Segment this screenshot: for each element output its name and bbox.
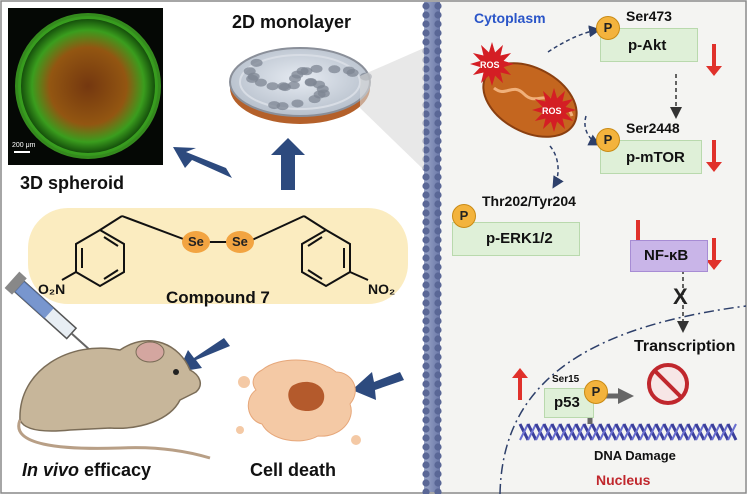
se-atom-right	[226, 231, 254, 253]
ser2448-label: Ser2448	[626, 120, 680, 136]
dna-icon	[518, 423, 738, 441]
arrow-ros-to-akt	[547, 25, 601, 53]
transcription-start-arrowhead	[618, 388, 634, 404]
invivo-italic: In vivo	[22, 460, 80, 480]
cell-death-icon	[236, 359, 361, 445]
p-mtor-label: p-mTOR	[626, 149, 685, 166]
akt-phospho-circle: P	[596, 16, 620, 40]
no-symbol-icon	[647, 363, 689, 405]
se-atom-left	[182, 231, 210, 253]
mtor-decrease-arrow	[706, 140, 722, 172]
invivo-rest: efficacy	[79, 460, 152, 480]
ros-label-2: ROS	[542, 106, 562, 116]
invivo-label: In vivo efficacy	[22, 460, 151, 481]
dna-damage-label: DNA Damage	[594, 448, 676, 463]
arrow-ros-to-erk	[549, 145, 564, 189]
arrow-to-cell-death	[352, 372, 404, 400]
ros-burst-2	[532, 88, 576, 132]
se-left-label: Se	[188, 234, 204, 249]
p53-increase-arrow	[512, 368, 528, 400]
cell-membrane	[422, 2, 442, 494]
erk-phospho-circle: P	[452, 204, 476, 228]
ros-label-1: ROS	[480, 60, 500, 70]
mtor-phospho-circle: P	[596, 128, 620, 152]
spheroid-scale-label: 200 μm	[12, 142, 36, 149]
p-akt-label: p-Akt	[628, 37, 667, 54]
monolayer-label: 2D monolayer	[232, 12, 352, 32]
ros-burst-1	[470, 42, 514, 86]
zoom-beam	[360, 48, 424, 170]
p-erk-label: p-ERK1/2	[486, 230, 553, 247]
mouse-icon	[17, 340, 211, 460]
nfkb-decrease-arrow	[706, 238, 722, 270]
o2n-label: O₂N	[38, 281, 66, 297]
compound-band	[28, 208, 408, 304]
p53-label: p53	[554, 394, 580, 411]
cytoplasm-label: Cytoplasm	[474, 10, 546, 26]
ser15-label: Ser15	[552, 374, 580, 385]
nfkb-box	[630, 240, 708, 272]
arrow-to-mouse	[178, 338, 230, 372]
no2-label: NO₂	[368, 281, 396, 297]
nfkb-label: NF-κB	[644, 247, 689, 264]
se-right-label: Se	[232, 234, 248, 249]
nucleus-label: Nucleus	[596, 472, 651, 488]
block-mark: X	[673, 284, 688, 309]
akt-decrease-arrow	[706, 44, 722, 76]
syringe-icon	[4, 271, 92, 352]
arrow-to-spheroid	[173, 147, 232, 178]
ser473-label: Ser473	[626, 8, 672, 24]
thr-tyr-label: Thr202/Tyr204	[482, 193, 576, 209]
petri-dish-icon	[229, 47, 372, 124]
erk-box	[452, 222, 580, 256]
p53-phospho-circle: P	[584, 380, 608, 404]
arrow-to-monolayer	[271, 138, 305, 190]
compound-label: Compound 7	[166, 288, 270, 307]
compound-7-structure	[61, 215, 369, 288]
spheroid-image	[8, 8, 163, 165]
cell-death-label: Cell death	[250, 460, 337, 480]
flow-arrows	[173, 138, 404, 400]
transcription-label: Transcription	[634, 338, 736, 355]
spheroid-label: 3D spheroid	[20, 173, 125, 193]
